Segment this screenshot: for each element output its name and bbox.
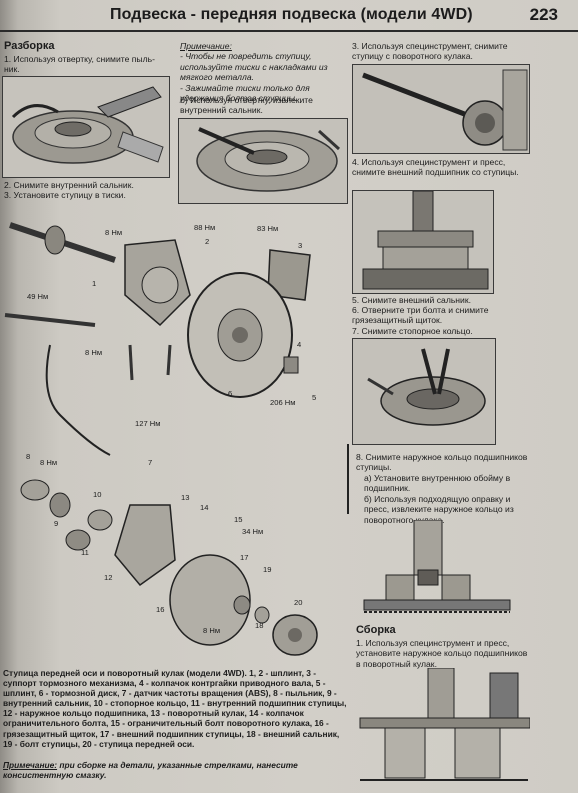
page-number: 223: [529, 5, 558, 24]
step-8b: б) Используя подходящую оправку и пресс,…: [364, 494, 514, 525]
caption-note: Примечание: при сборке на детали, указан…: [3, 760, 348, 780]
caption-note-label: Примечание:: [3, 760, 58, 770]
figure-outer-race-press: [356, 520, 516, 620]
part-number: 3: [298, 241, 303, 250]
step-6: 6. Отверните три болта и снимите грязеза…: [352, 305, 489, 326]
part-number: 17: [240, 553, 249, 562]
torque-label: 8 Нм: [40, 458, 58, 467]
disassembly-heading: Разборка: [4, 40, 55, 52]
part-number: 4: [297, 340, 302, 349]
part-number: 5: [312, 393, 317, 402]
figure-dust-cover-removal: [2, 76, 170, 178]
step-3-hub-removal: 3. Используя специнструмент, снимите сту…: [352, 41, 508, 62]
part-number: 13: [181, 493, 190, 502]
part-number: 6: [228, 389, 233, 398]
assembly-step-1: 1. Используя специнструмент и пресс, уст…: [356, 638, 528, 669]
page-header: Подвеска - передняя подвеска (модели 4WD…: [0, 0, 578, 32]
figure-press-outer-bearing: [352, 190, 494, 294]
part-number: 1: [92, 279, 97, 288]
disassembly-step-1: 1. Используя отвертку, снимите пыль-ник.: [4, 54, 155, 75]
figure-hub-puller: [352, 64, 530, 154]
part-number: 19: [263, 565, 272, 574]
part-number: 16: [156, 605, 165, 614]
torque-label: 88 Нм: [194, 223, 216, 232]
torque-label: 127 Нм: [135, 419, 161, 428]
part-number: 14: [200, 503, 209, 512]
note-block: Примечание: - Чтобы не повредить ступицу…: [180, 41, 348, 103]
step-7: 7. Снимите стопорное кольцо.: [352, 326, 473, 336]
part-number: 12: [104, 573, 113, 582]
disassembly-step-3: 3. Установите ступицу в тиски.: [4, 190, 126, 200]
note-1: - Чтобы не повредить ступицу, используйт…: [180, 51, 328, 83]
part-number: 7: [148, 458, 153, 467]
torque-label: 8 Нм: [203, 626, 221, 635]
note-label: Примечание:: [180, 41, 232, 51]
torque-label: 8 Нм: [85, 348, 103, 357]
part-number: 11: [81, 548, 89, 557]
part-number: 18: [255, 621, 264, 630]
figure-inner-seal-removal: [178, 118, 348, 204]
torque-label: 83 Нм: [257, 224, 279, 233]
figure-outer-race-install: [350, 668, 530, 788]
note-3: б) Используя отвертку, извлеките внутрен…: [180, 95, 313, 116]
part-number: 20: [294, 598, 303, 607]
disassembly-step-2: 2. Снимите внутренний сальник.: [4, 180, 134, 190]
part-number: 2: [205, 237, 210, 246]
step-8: 8. Снимите наружное кольцо подшипников с…: [356, 452, 528, 473]
torque-label: 8 Нм: [105, 228, 123, 237]
figure-snap-ring: [352, 338, 496, 445]
torque-label: 206 Нм: [270, 398, 296, 407]
exploded-view-diagram: [0, 205, 350, 663]
step-8a: а) Установите внутреннюю обойму в подшип…: [364, 473, 511, 494]
part-number: 10: [93, 490, 102, 499]
column-divider: [347, 444, 349, 514]
torque-label: 34 Нм: [242, 527, 264, 536]
figure-caption: Ступица передней оси и поворотный кулак …: [3, 668, 347, 749]
page-title: Подвеска - передняя подвеска (модели 4WD…: [110, 6, 473, 23]
step-5: 5. Снимите внешний сальник.: [352, 295, 472, 305]
caption-note-text: при сборке на детали, указанные стрелкам…: [3, 760, 298, 781]
step-4-outer-bearing: 4. Используя специнструмент и пресс, сни…: [352, 157, 519, 178]
part-number: 15: [234, 515, 243, 524]
assembly-heading: Сборка: [356, 624, 396, 636]
part-number: 9: [54, 519, 59, 528]
part-number: 8: [26, 452, 31, 461]
torque-label: 49 Нм: [27, 292, 49, 301]
note-2: - Зажимайте тиски только для удержания б…: [180, 82, 310, 104]
